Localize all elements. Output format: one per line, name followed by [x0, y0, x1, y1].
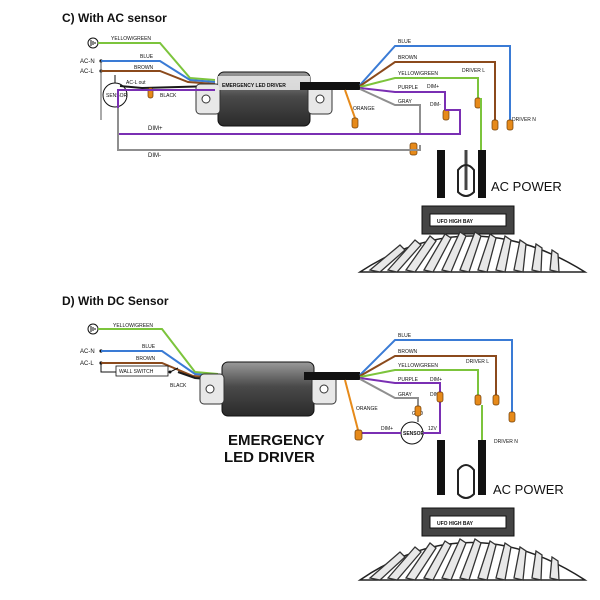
wire-yellow-green-in-d	[98, 328, 219, 375]
driver-d-label-line2: LED DRIVER	[224, 449, 315, 466]
wire-brown-in	[101, 70, 216, 85]
wire-label-blue-out-d: BLUE	[398, 333, 412, 339]
ac-sensor-label: SENSOR	[106, 93, 128, 99]
ac-l-out-label: AC-L out	[126, 80, 146, 86]
wire-label-purple-out: PURPLE	[398, 85, 419, 91]
driver-c-label: EMERGENCY LED DRIVER	[222, 83, 286, 89]
wire-label-dim-plus-out: DIM+	[427, 84, 439, 90]
driver-d-label-line1: EMERGENCY	[228, 432, 325, 449]
wire-blue-out-d	[359, 339, 513, 412]
wire-label-orange-out-d: ORANGE	[356, 406, 378, 412]
dim-minus-long-label: DIM-	[148, 153, 161, 159]
ac-power-label-d: AC POWER	[493, 482, 564, 497]
wire-label-yellow-green: YELLOW/GREEN	[111, 36, 151, 42]
wire-black-in	[119, 85, 216, 90]
ac-l-label: AC-L	[80, 69, 94, 75]
wall-switch-label: WALL SWITCH	[119, 369, 154, 375]
wire-label-blue-out: BLUE	[398, 39, 412, 45]
dc-sensor: SENSOR	[400, 421, 425, 445]
wire-blue-in	[101, 60, 216, 83]
wire-label-black-d: BLACK	[170, 383, 187, 389]
ac-l-label-d: AC-L	[80, 361, 94, 367]
fixture-d-label: UFO HIGH BAY	[437, 521, 474, 527]
driver-l-label: DRIVER L	[462, 68, 485, 74]
ac-power-label: AC POWER	[491, 179, 562, 194]
driver-n-label: DRIVER N	[512, 117, 536, 123]
sensor-dim-plus-label: DIM+	[381, 426, 393, 432]
wire-label-yellow-green-out-d: YELLOW/GREEN	[398, 363, 438, 369]
wire-label-dim-plus-out-d: DIM+	[430, 377, 442, 383]
wire-label-dim-minus-out: DIM-	[430, 102, 441, 108]
wire-brown-out	[359, 61, 496, 120]
wire-label-brown-out-d: BROWN	[398, 349, 418, 355]
wire-blue-out	[359, 45, 511, 120]
wire-orange-out-d	[344, 379, 359, 431]
ufo-high-bay-d: UFO HIGH BAY	[357, 464, 588, 581]
wire-gray-out	[359, 88, 421, 135]
section-c-title: C) With AC sensor	[62, 11, 167, 25]
driver-l-label-d: DRIVER L	[466, 359, 489, 365]
emergency-driver-c: EMERGENCY LED DRIVER	[195, 71, 360, 127]
ground-icon-d	[87, 323, 99, 335]
wire-brown-out-d	[359, 355, 497, 395]
wire-orange-out	[344, 89, 356, 119]
wire-label-yellow-green-out: YELLOW/GREEN	[398, 71, 438, 77]
v12-label: 12V	[428, 426, 438, 432]
wire-gray-out-d	[359, 378, 419, 410]
wire-label-gray-out: GRAY	[398, 99, 412, 105]
wall-switch: WALL SWITCH	[115, 365, 179, 377]
dc-sensor-label: SENSOR	[403, 431, 425, 437]
wire-label-yellow-green-d: YELLOW/GREEN	[113, 323, 153, 329]
wire-dim-plus-long	[117, 89, 461, 135]
fixture-c-label: UFO HIGH BAY	[437, 219, 474, 225]
wire-label-brown-d: BROWN	[136, 356, 156, 362]
ac-n-label: AC-N	[80, 59, 95, 65]
wire-yellow-green-out-d	[359, 369, 479, 395]
wire-yellow-green-out	[359, 77, 479, 98]
wire-label-brown: BROWN	[134, 65, 154, 71]
section-d: D) With DC Sensor AC-N AC-L YELLOW/GREEN…	[62, 294, 588, 581]
wire-label-black: BLACK	[160, 93, 177, 99]
section-d-title: D) With DC Sensor	[62, 294, 169, 308]
wire-label-blue: BLUE	[140, 54, 154, 60]
ufo-high-bay-c: UFO HIGH BAY	[357, 164, 588, 273]
emergency-driver-d	[199, 361, 360, 417]
wire-label-purple-out-d: PURPLE	[398, 377, 419, 383]
wire-label-dim-minus-out-d: DIM-	[430, 392, 441, 398]
wire-label-brown-out: BROWN	[398, 55, 418, 61]
dim-plus-long-label: DIM+	[148, 126, 163, 132]
wire-label-blue-d: BLUE	[142, 344, 156, 350]
wire-purple-out-d	[359, 377, 441, 392]
wire-yellow-green-in	[98, 42, 216, 81]
driver-n-label-d: DRIVER N	[494, 439, 518, 445]
ac-n-label-d: AC-N	[80, 349, 95, 355]
ground-icon	[87, 37, 99, 49]
wire-purple-out	[359, 87, 446, 112]
wire-dim-minus-long	[117, 108, 421, 151]
wire-label-gray-out-d: GRAY	[398, 392, 412, 398]
connector-nuts-d	[354, 391, 516, 441]
section-c: C) With AC sensor AC-N AC-L YELLOW/GREEN…	[62, 11, 588, 273]
wire-label-orange-out: ORANGE	[353, 106, 375, 112]
